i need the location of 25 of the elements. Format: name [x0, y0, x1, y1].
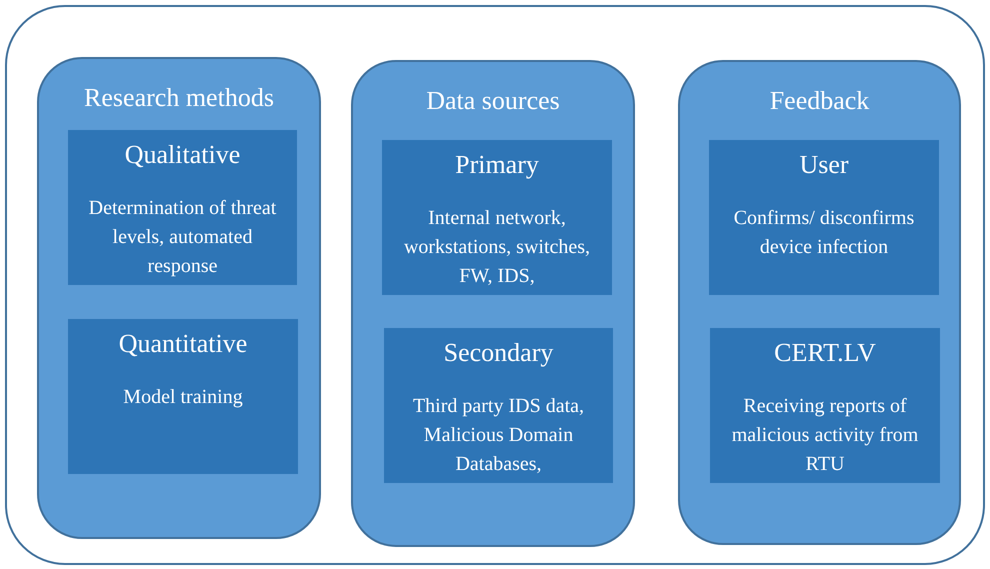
heading: Feedback: [768, 86, 870, 116]
heading: User: [798, 150, 850, 180]
description: Receiving reports of malicious activity from RTU: [730, 394, 920, 477]
content-box: [383, 327, 614, 484]
heading: Qualitative: [124, 140, 242, 170]
category-panel: [678, 60, 961, 545]
content-box: [381, 139, 613, 296]
heading: Primary: [454, 150, 540, 180]
heading: Quantitative: [118, 329, 248, 359]
description: Confirms/ disconfirms device infection: [732, 206, 916, 260]
description: Model training: [122, 385, 244, 410]
heading: Secondary: [442, 338, 554, 368]
heading: Data sources: [425, 86, 561, 116]
description: Internal network, workstations, switches, FW, IDS,: [402, 206, 592, 289]
content-box: [67, 318, 299, 475]
heading: Research methods: [83, 83, 275, 113]
category-panel: [37, 57, 321, 539]
outer-frame: [5, 5, 985, 565]
description: Third party IDS data, Malicious Domain Databases,: [412, 394, 586, 477]
content-box: [67, 129, 298, 286]
content-box: [709, 327, 941, 484]
description: Determination of threat levels, automated response: [88, 196, 278, 279]
heading: CERT.LV: [773, 338, 877, 368]
category-panel: [351, 60, 635, 547]
content-box: [708, 139, 940, 296]
